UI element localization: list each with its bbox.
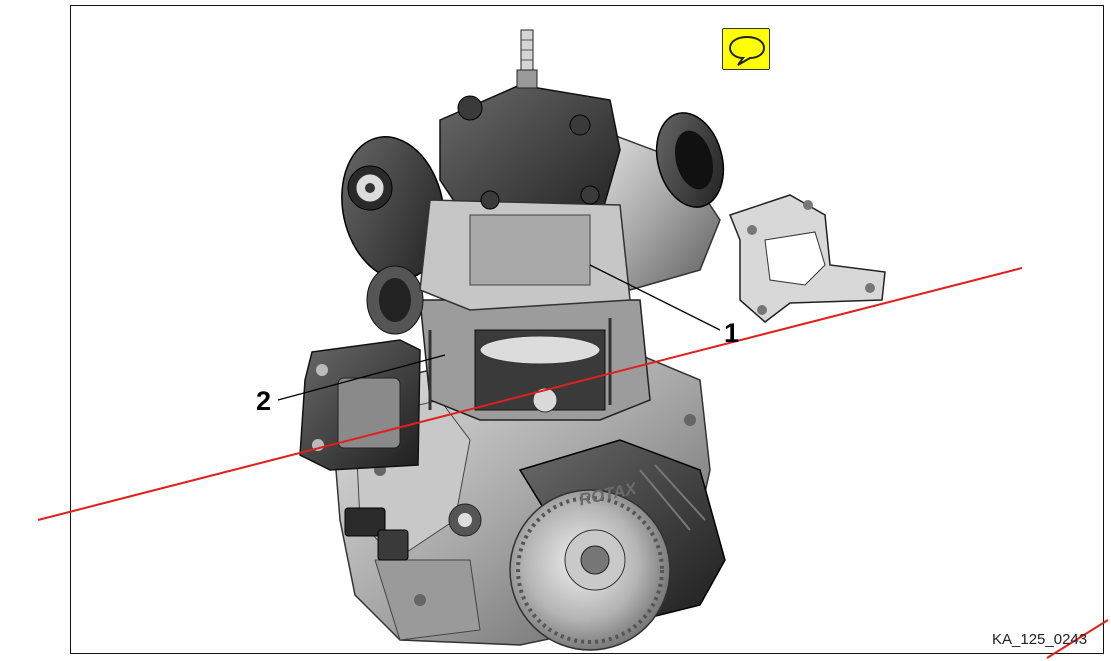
callout-2: 2 [256, 386, 272, 416]
callout-leaders [277, 264, 721, 401]
gear-cover [509, 439, 726, 651]
cylinder-head [419, 84, 631, 311]
mounting-bracket [729, 194, 886, 323]
markup-line-main [37, 267, 1023, 521]
sensor-connector [344, 507, 409, 561]
side-cover [341, 136, 445, 335]
figure-reference-code: KA_125_0243 [992, 631, 1088, 648]
comment-button[interactable] [722, 28, 770, 70]
spark-plug [516, 29, 538, 89]
callout-1: 1 [724, 318, 740, 348]
markup-lines [37, 267, 1109, 659]
cylinder [419, 299, 651, 421]
markup-line-corner [1046, 619, 1109, 659]
figure-frame [70, 5, 1104, 654]
speech-bubble-icon [728, 35, 766, 66]
intake-flange [299, 339, 421, 471]
